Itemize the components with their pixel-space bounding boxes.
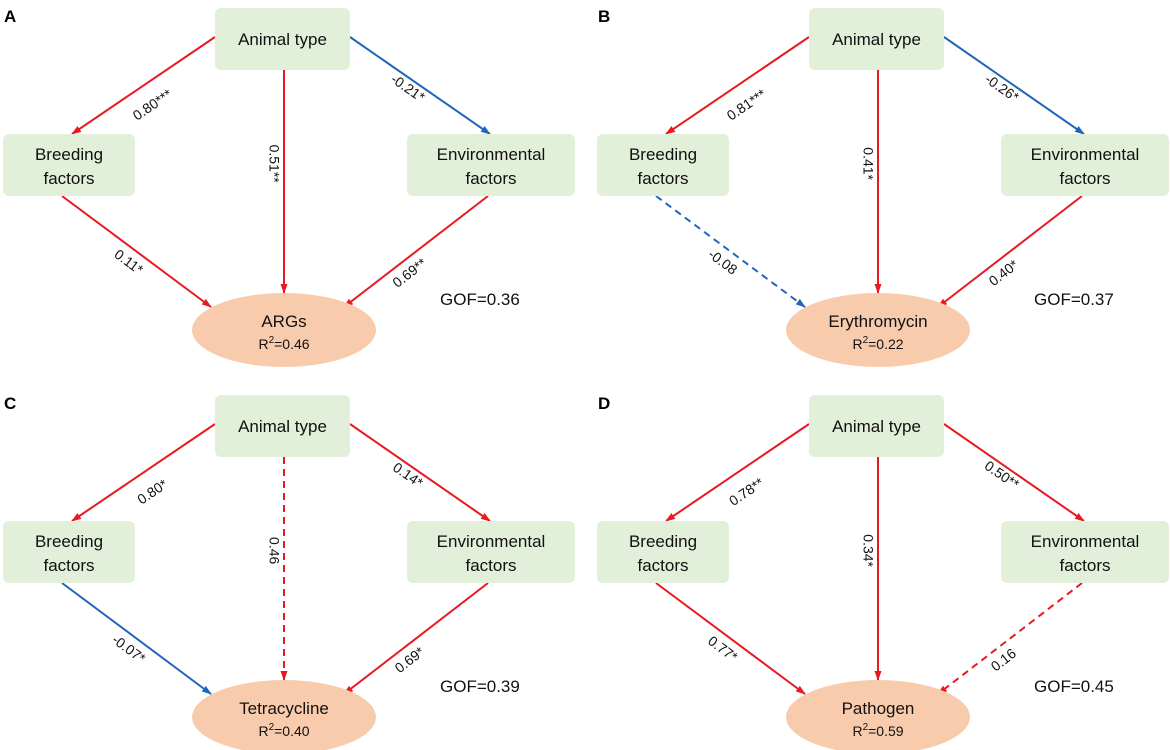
path-arrow-breeding-outcome [655,582,806,695]
path-arrow-environmental-outcome [343,582,489,695]
path-coefficient-animal-outcome: 0.41* [860,147,876,180]
path-coefficient-animal-environmental: -0.21* [388,71,428,106]
path-coefficient-breeding-outcome: 0.11* [111,246,146,278]
path-coefficient-breeding-outcome: -0.08 [705,246,740,278]
path-arrow-breeding-outcome [655,195,806,308]
breeding-factors-label-line2: factors [637,169,688,188]
outcome-label: ARGs [261,312,306,331]
environmental-factors-label-line2: factors [465,169,516,188]
panel-c: C0.80*0.14*0.46-0.07*0.69*Animal typeBre… [3,394,575,750]
environmental-factors-label-line1: Environmental [1031,145,1140,164]
breeding-factors-label-line2: factors [637,556,688,575]
breeding-factors-label-line2: factors [43,556,94,575]
path-arrow-environmental-outcome [937,195,1083,308]
r-squared-label: R2=0.22 [852,335,903,352]
path-coefficient-environmental-outcome: 0.69* [392,643,428,676]
path-arrow-animal-breeding [665,36,810,135]
breeding-factors-node [3,134,135,196]
path-arrow-animal-breeding [71,36,216,135]
path-coefficient-animal-environmental: 0.50** [982,457,1023,492]
outcome-label: Pathogen [842,699,915,718]
path-coefficient-animal-breeding: 0.78** [726,474,767,509]
breeding-factors-label-line1: Breeding [629,145,697,164]
path-coefficient-animal-outcome: 0.34* [860,534,876,567]
panel-letter: D [598,394,610,413]
breeding-factors-node [3,521,135,583]
animal-type-node [809,8,944,70]
breeding-factors-label-line1: Breeding [629,532,697,551]
outcome-node [786,680,970,750]
panel-a: A0.80***-0.21*0.51**0.11*0.69**Animal ty… [3,7,575,367]
breeding-factors-label-line1: Breeding [35,532,103,551]
environmental-factors-node [1001,521,1169,583]
r-squared-label: R2=0.46 [258,335,309,352]
path-coefficient-breeding-outcome: -0.07* [109,631,149,666]
path-coefficient-breeding-outcome: 0.77* [705,633,741,666]
panel-letter: B [598,7,610,26]
r-squared-label: R2=0.59 [852,722,903,739]
animal-type-label: Animal type [832,30,921,49]
animal-type-node [215,8,350,70]
breeding-factors-node [597,521,729,583]
outcome-label: Erythromycin [828,312,927,331]
environmental-factors-label-line1: Environmental [437,145,546,164]
animal-type-label: Animal type [238,417,327,436]
outcome-node [192,293,376,367]
breeding-factors-node [597,134,729,196]
path-coefficient-environmental-outcome: 0.40* [986,256,1022,289]
environmental-factors-label-line1: Environmental [1031,532,1140,551]
outcome-label: Tetracycline [239,699,329,718]
breeding-factors-label-line2: factors [43,169,94,188]
path-arrow-animal-environmental [943,36,1085,135]
animal-type-label: Animal type [832,417,921,436]
breeding-factors-label-line1: Breeding [35,145,103,164]
environmental-factors-label-line2: factors [1059,169,1110,188]
r-squared-label: R2=0.40 [258,722,309,739]
path-coefficient-animal-outcome: 0.51** [266,145,282,184]
animal-type-node [215,395,350,457]
environmental-factors-label-line2: factors [465,556,516,575]
path-arrow-animal-breeding [665,423,810,522]
path-coefficient-environmental-outcome: 0.16 [988,645,1020,674]
gof-label: GOF=0.39 [440,677,520,696]
animal-type-label: Animal type [238,30,327,49]
path-arrow-breeding-outcome [61,582,212,695]
path-arrow-environmental-outcome [343,195,489,308]
environmental-factors-node [407,521,575,583]
path-coefficient-animal-outcome: 0.46 [266,537,282,564]
path-arrow-animal-environmental [349,423,491,522]
gof-label: GOF=0.45 [1034,677,1114,696]
outcome-node [192,680,376,750]
panel-letter: A [4,7,16,26]
animal-type-node [809,395,944,457]
environmental-factors-node [1001,134,1169,196]
path-arrow-animal-environmental [943,423,1085,522]
path-arrow-animal-breeding [71,423,216,522]
panel-d: D 0.78** 0.50** 0.34* 0.77* 0.16 Animal typeBr… [597,394,1169,750]
gof-label: GOF=0.36 [440,290,520,309]
path-arrow-breeding-outcome [61,195,212,308]
environmental-factors-label-line2: factors [1059,556,1110,575]
path-arrow-environmental-outcome [937,582,1083,695]
outcome-node [786,293,970,367]
environmental-factors-node [407,134,575,196]
environmental-factors-label-line1: Environmental [437,532,546,551]
gof-label: GOF=0.37 [1034,290,1114,309]
panel-letter: C [4,394,16,413]
path-coefficient-animal-environmental: -0.26* [982,71,1022,106]
path-coefficient-environmental-outcome: 0.69** [389,254,429,290]
path-arrow-animal-environmental [349,36,491,135]
path-coefficient-animal-breeding: 0.80* [134,475,170,507]
